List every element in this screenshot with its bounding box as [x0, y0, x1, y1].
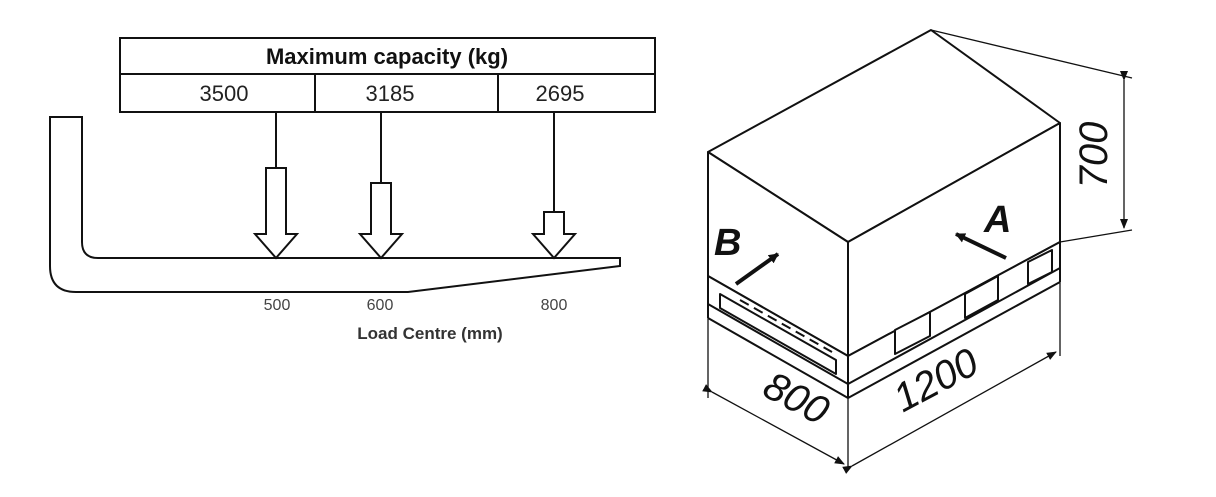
pallet-base	[707, 241, 1061, 399]
load-centre-tick-600: 600	[367, 297, 394, 314]
capacity-table-title: Maximum capacity (kg)	[266, 44, 508, 69]
capacity-table: Maximum capacity (kg) 3500 3185 2695	[119, 37, 656, 113]
height-dimension-label: 700	[1072, 122, 1116, 189]
capacity-value-800: 2695	[536, 81, 585, 106]
face-a-arrow	[955, 232, 1007, 260]
face-b-arrow	[734, 252, 780, 286]
load-centre-tick-500: 500	[264, 297, 291, 314]
load-arrow-800	[530, 112, 578, 260]
face-b-label: B	[714, 222, 741, 264]
length-dimension	[842, 282, 1061, 474]
load-arrow-500	[252, 112, 300, 260]
pallet-diagram: B A 700 800 1200	[702, 29, 1133, 474]
load-centre-tick-800: 800	[541, 297, 568, 314]
capacity-value-500: 3500	[200, 81, 249, 106]
capacity-value-600: 3185	[366, 81, 415, 106]
fork-outline	[49, 116, 621, 293]
height-dimension	[930, 29, 1133, 243]
face-a-label: A	[983, 199, 1011, 241]
load-centre-label: Load Centre (mm)	[357, 324, 502, 343]
load-arrow-600	[357, 112, 405, 260]
capacity-diagram: Maximum capacity (kg) 3500 3185 2695 500…	[49, 37, 656, 343]
